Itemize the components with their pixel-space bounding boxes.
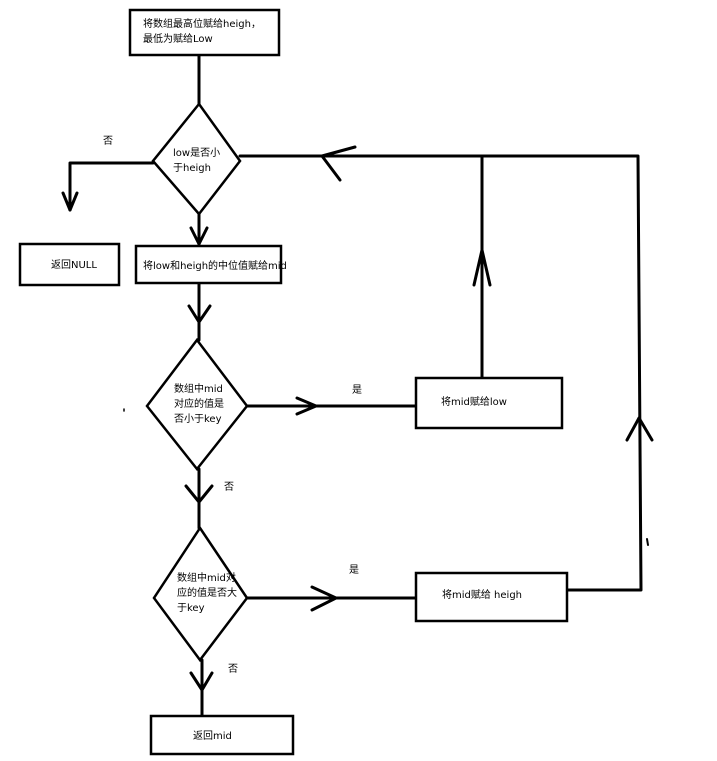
edge-greater-no-label: 否 <box>228 664 238 675</box>
node-assign-mid-label: 将low和heigh的中位值赋给mid <box>143 261 287 272</box>
arrowhead-less <box>187 304 212 324</box>
arrowhead-up-low <box>472 248 492 287</box>
node-cond-greater-label: 数组中mid对应的值是否大于key <box>177 573 237 614</box>
arrowhead-heigh <box>310 585 338 612</box>
arrowhead-left-loop <box>320 145 357 182</box>
arrowhead-low <box>295 396 318 416</box>
arrowhead-up-heigh <box>625 416 654 442</box>
node-assign-low-label: 将mid赋给low <box>441 397 507 408</box>
node-assign-heigh-label: 将mid赋给 heigh <box>442 590 522 601</box>
arrowhead-greater <box>184 484 214 504</box>
process-assign-heigh-box <box>414 571 569 623</box>
node-return-null-label: 返回NULL <box>51 260 97 271</box>
edge-heigh-back-to-loop <box>480 154 643 592</box>
process-init-box <box>128 8 281 57</box>
process-assign-mid-box <box>134 244 283 285</box>
node-init-label: 将数组最高位赋给heigh，最低为赋给Low <box>143 19 261 45</box>
node-cond-less-label: 数组中mid对应的值是否小于key <box>174 384 224 425</box>
node-return-mid-label: 返回mid <box>193 731 232 742</box>
decision-greater-diamond <box>152 525 249 663</box>
process-assign-low-box <box>414 376 564 430</box>
edge-less-yes-label: 是 <box>352 385 362 396</box>
arrowhead-return-mid <box>189 671 214 692</box>
node-cond-loop-label: low是否小于heigh <box>173 148 221 174</box>
arrowhead-return-null <box>61 191 79 212</box>
arrowhead-assign-mid <box>189 226 209 246</box>
stray-mark <box>646 538 649 546</box>
terminal-return-null-box <box>18 242 121 287</box>
edge-loop-no-label: 否 <box>103 136 113 147</box>
edge-less-no-label: 否 <box>224 482 234 493</box>
edge-greater-yes-label: 是 <box>349 565 359 576</box>
terminal-return-mid-box <box>149 714 295 756</box>
connector-lines <box>61 53 654 718</box>
edge-loop-no-to-return-null <box>68 161 155 212</box>
decision-loop-diamond <box>151 101 242 216</box>
decision-less-diamond <box>145 337 249 472</box>
